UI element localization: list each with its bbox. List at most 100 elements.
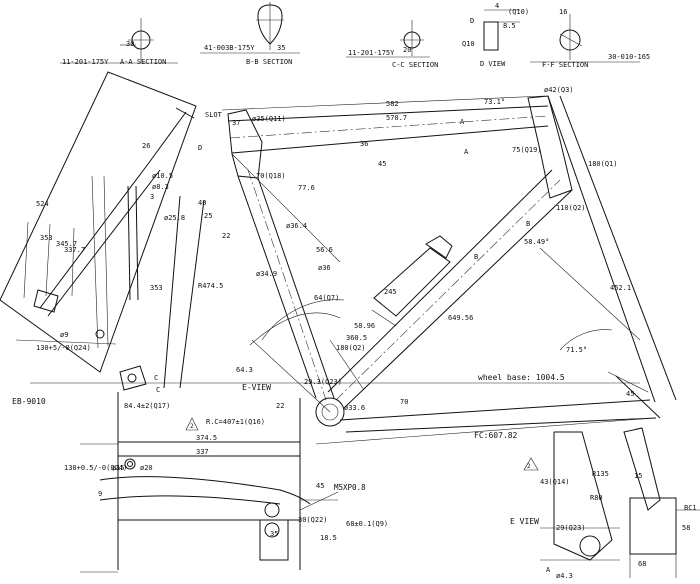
dim-353b: 353 (150, 284, 163, 292)
label-c2: C (156, 386, 160, 394)
dim-35b: 35 (270, 530, 278, 538)
section-cc-ref: 11-201-175Y (348, 49, 395, 57)
dim-58-96: 58.96 (354, 322, 375, 330)
dim-29-q23: 29(Q23) (556, 524, 586, 532)
dim-36-4: ø36.4 (286, 222, 307, 230)
dim-40: 40 (198, 199, 206, 207)
dim-649-56: 649.56 (448, 314, 473, 322)
dim-15b: 15 (634, 472, 642, 480)
dim-25: 25 (204, 212, 212, 220)
dim-37: 37 (232, 119, 240, 127)
note-flag-1: 2 (190, 423, 194, 430)
dim-130-q24: 130+5/-0(Q24) (36, 344, 91, 352)
label-a-bottom: A (546, 566, 551, 574)
dim-64-3: 64.3 (236, 366, 253, 374)
dim-r80: R80 (590, 494, 603, 502)
dim-15: ø15 (112, 464, 125, 472)
dim-70: 70 (400, 398, 408, 406)
dim-245: 245 (384, 288, 397, 296)
bottle-cage (371, 235, 453, 327)
label-m5: M5XP0.8 (334, 483, 366, 492)
dim-29-3: 29.3(Q23) (304, 378, 342, 386)
dim-84-4: 84.4±2(Q17) (124, 402, 170, 410)
section-bb-ref: 41-003B-175Y (204, 44, 255, 52)
label-c1: C (154, 374, 158, 382)
section-ff-title: F-F SECTION (542, 61, 588, 69)
section-aa-title: A-A SECTION (120, 58, 166, 66)
section-aa-dim: 30 (126, 40, 134, 48)
dim-130-q24b: 130+0.5/-0(Q24) (64, 464, 127, 472)
dim-374-5: 374.5 (196, 434, 217, 442)
dim-452-1: 452.1 (610, 284, 631, 292)
section-d-q: Q10 (462, 40, 475, 48)
dim-34-9: ø34.9 (256, 270, 277, 278)
dim-56-6: 56.6 (316, 246, 333, 254)
dim-45: 45 (378, 160, 386, 168)
dim-9b: 9 (98, 490, 102, 498)
label-b1: B (474, 253, 478, 261)
label-a1: A (460, 118, 465, 126)
angle-arc-seat (559, 329, 613, 351)
section-bb-title: B-B SECTION (246, 58, 292, 66)
dim-r474-5: R474.5 (198, 282, 223, 290)
label-e-view-2: E VIEW (510, 517, 539, 526)
label-bc1: BC1 (684, 504, 697, 512)
dim-75-q19: 75(Q19) (512, 146, 542, 154)
dropout-detail (80, 392, 339, 573)
dim-77-6: 77.6 (298, 184, 315, 192)
dim-43-q14: 43(Q14) (540, 478, 570, 486)
label-d: D (198, 144, 202, 152)
dim-180-q2: 180(Q2) (336, 344, 366, 352)
dim-45c: 45 (316, 482, 324, 490)
label-b2: B (526, 220, 530, 228)
dim-36b: ø36 (318, 264, 331, 272)
label-slot: SLOT (205, 111, 223, 119)
section-d-dim1: 4 (495, 2, 499, 10)
label-wheel-base: wheel base: 1004.5 (478, 373, 565, 382)
dim-18-5: 18.5 (320, 534, 337, 542)
dim-45b: 45 (626, 390, 634, 398)
dim-9: ø9 (60, 331, 68, 339)
section-d-dim2: (Q10) (508, 8, 529, 16)
dim-25-8: ø25.8 (164, 214, 185, 222)
dim-524: 524 (36, 200, 49, 208)
section-bb-dim: 35 (277, 44, 285, 52)
dim-64-q7: 64(Q7) (314, 294, 339, 302)
section-aa: 30 11-201-175Y A-A SECTION (60, 18, 178, 66)
dim-3: 3 (150, 193, 154, 201)
dim-68: 68 (638, 560, 646, 568)
dim-337: 337 (196, 448, 209, 456)
section-aa-ref: 11-201-175Y (62, 58, 109, 66)
label-fc: FC:607.82 (474, 431, 518, 440)
section-d-dim3: 8.5 (503, 22, 516, 30)
dim-582: 582 (386, 100, 399, 108)
section-ff-ref: 30-010-165 (608, 53, 650, 61)
dim-r135: R135 (592, 470, 609, 478)
section-ff-dim: 16 (559, 8, 567, 16)
dim-42-q3: ø42(Q3) (544, 86, 574, 94)
dim-360-5: 360.5 (346, 334, 367, 342)
dim-36: 36 (360, 140, 368, 148)
label-eb-9010: EB-9010 (12, 397, 46, 406)
label-rc: R.C=407±1(Q16) (206, 418, 265, 426)
section-d-label: D (470, 17, 474, 25)
dim-4-3: ø4.3 (556, 572, 573, 580)
dim-71-5: 71.5° (566, 346, 587, 354)
dim-10-5: ø10.5 (152, 172, 173, 180)
dim-22b: 22 (276, 402, 284, 410)
section-d-title: D VIEW (480, 60, 506, 68)
dim-570-7: 570.7 (386, 114, 407, 122)
dim-180-q1: 180(Q1) (588, 160, 618, 168)
dim-73-1: 73.1° (484, 98, 505, 106)
section-cc: 11-201-175Y 20 C-C SECTION (346, 20, 438, 69)
dim-22: 22 (222, 232, 230, 240)
dim-337-7: 337.7 (64, 246, 85, 254)
section-d: D 4 (Q10) 8.5 Q10 D VIEW (462, 2, 529, 68)
section-bb: 41-003B-175Y 35 B-B SECTION (200, 2, 300, 66)
dim-8-3: ø8.3 (152, 183, 169, 191)
dim-33-6: ø33.6 (344, 404, 365, 412)
dim-68-q9: 68±0.1(Q9) (346, 520, 388, 528)
label-e-view: E-VIEW (242, 383, 271, 392)
